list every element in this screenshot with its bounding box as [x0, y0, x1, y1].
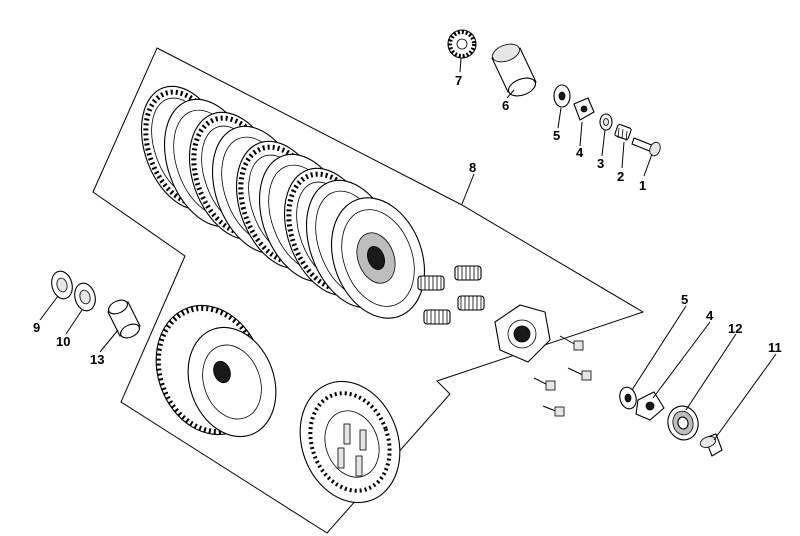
spring — [454, 265, 482, 281]
callout-9: 9 — [33, 320, 40, 335]
callout-1: 1 — [639, 178, 646, 193]
bearing-12 — [667, 405, 699, 441]
washer-5-bottom — [619, 386, 637, 410]
bolt — [559, 335, 584, 351]
clutch-springs — [417, 265, 485, 325]
callout-12: 12 — [728, 321, 742, 336]
pin-1 — [631, 137, 661, 157]
pin-11 — [699, 433, 723, 457]
pressure-plate — [330, 197, 426, 319]
callout-11: 11 — [768, 340, 782, 355]
sleeve-6 — [491, 43, 537, 97]
callout-2: 2 — [617, 169, 624, 184]
spring — [457, 295, 485, 311]
callout-13: 13 — [90, 352, 104, 367]
washer-5-top — [553, 84, 571, 108]
callout-10: 10 — [56, 334, 70, 349]
nut-4-bottom — [635, 391, 665, 421]
clutch-bolts — [533, 335, 592, 417]
spring-retainer-plate — [494, 304, 551, 363]
lock-washer-10 — [74, 282, 96, 312]
lock-washer-9 — [51, 270, 73, 300]
gear-7 — [447, 29, 477, 59]
callout-6: 6 — [502, 98, 509, 113]
leader-lines — [39, 57, 777, 441]
spring-2 — [614, 123, 632, 142]
washer-3 — [599, 113, 613, 131]
clutch-plate-stack — [140, 85, 426, 319]
clutch-inner-hub — [299, 380, 401, 504]
callout-4-top: 4 — [576, 145, 584, 160]
bolt — [533, 377, 556, 391]
callout-5-bottom: 5 — [681, 292, 688, 307]
clutch-basket — [155, 304, 277, 438]
spring — [417, 275, 445, 291]
bolt — [542, 405, 565, 417]
nut-4-top — [573, 97, 595, 121]
bushing-13 — [107, 299, 141, 339]
callout-7: 7 — [455, 73, 462, 88]
callout-3: 3 — [597, 156, 604, 171]
bolt — [567, 367, 592, 381]
callout-8: 8 — [469, 160, 476, 175]
callout-5-top: 5 — [553, 128, 560, 143]
spring — [423, 309, 451, 325]
callout-4-bottom: 4 — [706, 308, 714, 323]
